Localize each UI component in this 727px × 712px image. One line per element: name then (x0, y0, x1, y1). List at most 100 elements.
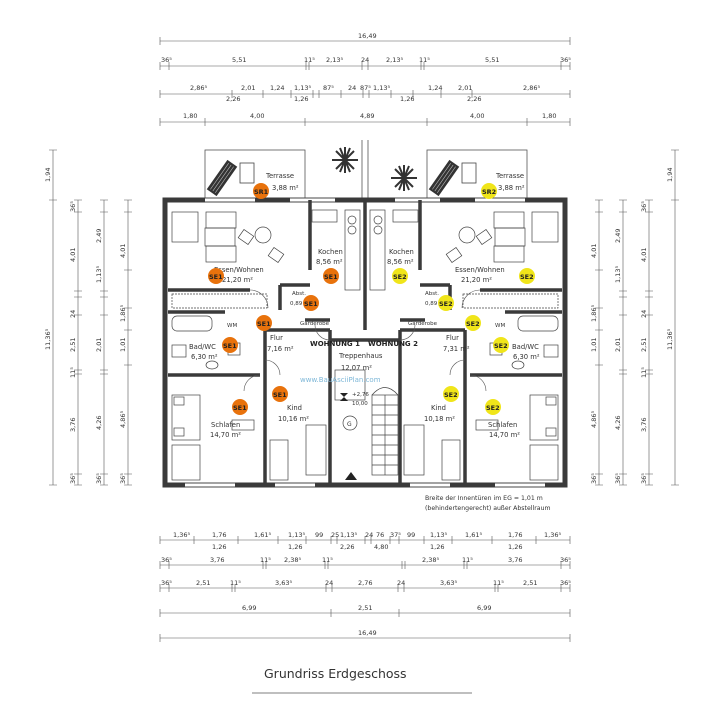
markers-se2: SR2 SE2 SE2 SE2 SE2 SE2 SE2 SE2 (392, 183, 535, 415)
dim-top-r2: 2,13⁵ (386, 56, 403, 64)
room-essen-right-area: 21,20 m² (461, 276, 492, 284)
dim-top-r4: 1,80 (542, 112, 556, 120)
dim-bottom-r1b: 4,80 (374, 543, 388, 551)
room-abst-right-area: 0,89 (425, 301, 438, 307)
dim-top-r2: 11⁵ (304, 56, 315, 64)
marker-se2-label: SE2 (494, 342, 508, 350)
dim-right-mid: 11⁵ (640, 367, 648, 378)
dim-bottom-r1: 1,61⁵ (254, 531, 271, 539)
dim-bottom-r1b: 2,26 (340, 543, 354, 551)
dim-bottom-r1: 1,13⁵ (340, 531, 357, 539)
dim-top-r3: 1,13⁵ (294, 84, 311, 92)
markers-se1: SR1 SE1 SE1 SE1 SE1 SE1 SE1 SE1 (208, 183, 339, 415)
marker-se1 (272, 386, 288, 402)
marker-se2 (493, 337, 509, 353)
marker-se2-label: SE2 (439, 300, 453, 308)
staircase-left (334, 369, 366, 431)
dim-bottom-r1b: 1,26 (288, 543, 302, 551)
furniture-bedroom-right (475, 394, 559, 481)
dim-left-inner: 1,86⁵ (119, 305, 127, 322)
dim-top-total: 16,49 (358, 32, 377, 40)
dim-bottom-r3: 11⁵ (230, 579, 241, 587)
dim-bottom-r1: 24 (365, 531, 373, 539)
dim-left-inner: 36⁵ (119, 473, 127, 484)
dim-right-inner: 1,13⁵ (614, 266, 622, 283)
dim-bottom-r1b: 1,26 (430, 543, 444, 551)
furniture-kidroom-left (269, 424, 327, 481)
plant-icon (391, 165, 417, 191)
dim-top-r2: 5,51 (485, 56, 499, 64)
furniture-bath-left (171, 315, 241, 370)
marker-se2-label: SE2 (393, 273, 407, 281)
marker-se1-label: SE1 (324, 273, 338, 281)
room-essen-left-area: 21,20 m² (222, 276, 253, 284)
dim-bottom-r2: 3,76 (210, 556, 224, 564)
room-kochen-right: Kochen (389, 248, 414, 256)
dim-left-inner: 2,01 (95, 338, 103, 352)
dim-top-r3: 1,24 (428, 84, 442, 92)
dim-bottom-r1: 1,13⁵ (288, 531, 305, 539)
dim-bottom-r2: 36⁵ (560, 556, 571, 564)
marker-se1-label: SE1 (209, 273, 223, 281)
room-schlafen-right-area: 14,70 m² (489, 431, 520, 439)
dim-bottom-r1: 37⁵ (390, 531, 401, 539)
dim-bottom-r1: 99 (315, 531, 323, 539)
watermark: www.BauAsciiPlan.com (300, 376, 381, 384)
dim-bottom-r3: 2,51 (196, 579, 210, 587)
dim-left-outer: 11,36⁵ (44, 328, 52, 350)
room-kind-right-area: 10,18 m² (424, 415, 455, 423)
dim-top-r2: 36⁵ (560, 56, 571, 64)
marker-sr1 (253, 183, 269, 199)
room-kind-left: Kind (287, 404, 302, 412)
dim-right-outer: 11,36⁵ (666, 328, 674, 350)
marker-se1 (256, 315, 272, 331)
dim-right-mid: 2,51 (640, 338, 648, 352)
dim-left-inner: 1,01 (119, 338, 127, 352)
dim-bottom-r1: 99 (407, 531, 415, 539)
terrace-table (461, 162, 477, 184)
marker-se1 (208, 268, 224, 284)
room-abst-left: Abst. (292, 291, 306, 297)
dim-top-r2: 36⁵ (161, 56, 172, 64)
dim-bottom-r3: 36⁵ (161, 579, 172, 587)
room-wm-left: WM (227, 323, 237, 329)
room-terrasse-right-area: 3,88 m² (498, 184, 525, 192)
dim-right-inner: 1,86⁵ (590, 305, 598, 322)
dim-left-mid: 24 (69, 310, 77, 318)
dim-bottom-r3: 3,63⁵ (440, 579, 457, 587)
plant-icon (332, 147, 358, 173)
door-note-line2: (behindertengerecht) außer Abstellraum (425, 505, 551, 512)
unit-label-right: WOHNUNG 2 (368, 340, 418, 348)
dim-bottom-r4: 2,51 (358, 604, 372, 612)
dim-bottom-r1: 1,76 (212, 531, 226, 539)
dim-bottom-r1: 76 (376, 531, 384, 539)
room-bad-left: Bad/WC (189, 343, 216, 351)
room-schlafen-left-area: 14,70 m² (210, 431, 241, 439)
room-abst-left-area: 0,89 (290, 301, 303, 307)
building (162, 140, 568, 488)
room-schlafen-left: Schlafen (211, 421, 240, 429)
top-dimensions (159, 37, 571, 126)
dim-right-mid: 36⁵ (640, 473, 648, 484)
dim-bottom-r2: 11⁵ (462, 556, 473, 564)
dim-right-outer: 1,94 (666, 168, 674, 182)
dim-top-r4: 4,00 (250, 112, 264, 120)
room-flur-left-area: 7,16 m² (267, 345, 294, 353)
dim-top-r2: 24 (361, 56, 369, 64)
dim-top-r4: 4,89 (360, 112, 374, 120)
marker-se1 (222, 337, 238, 353)
dim-bottom-r3: 24 (397, 579, 405, 587)
level-marker-icon (340, 393, 348, 401)
dim-bottom-r2: 3,76 (508, 556, 522, 564)
dim-bottom-r2: 2,38⁵ (284, 556, 301, 564)
dim-bottom-r2: 11⁵ (322, 556, 333, 564)
marker-se2-label: SE2 (466, 320, 480, 328)
marker-se1 (323, 268, 339, 284)
door-swings (243, 289, 487, 392)
room-kochen-right-area: 8,56 m² (387, 258, 414, 266)
marker-se2 (465, 315, 481, 331)
dim-bottom-r1: 25 (331, 531, 339, 539)
staircase (371, 387, 399, 476)
dim-left-mid: 36⁵ (69, 473, 77, 484)
